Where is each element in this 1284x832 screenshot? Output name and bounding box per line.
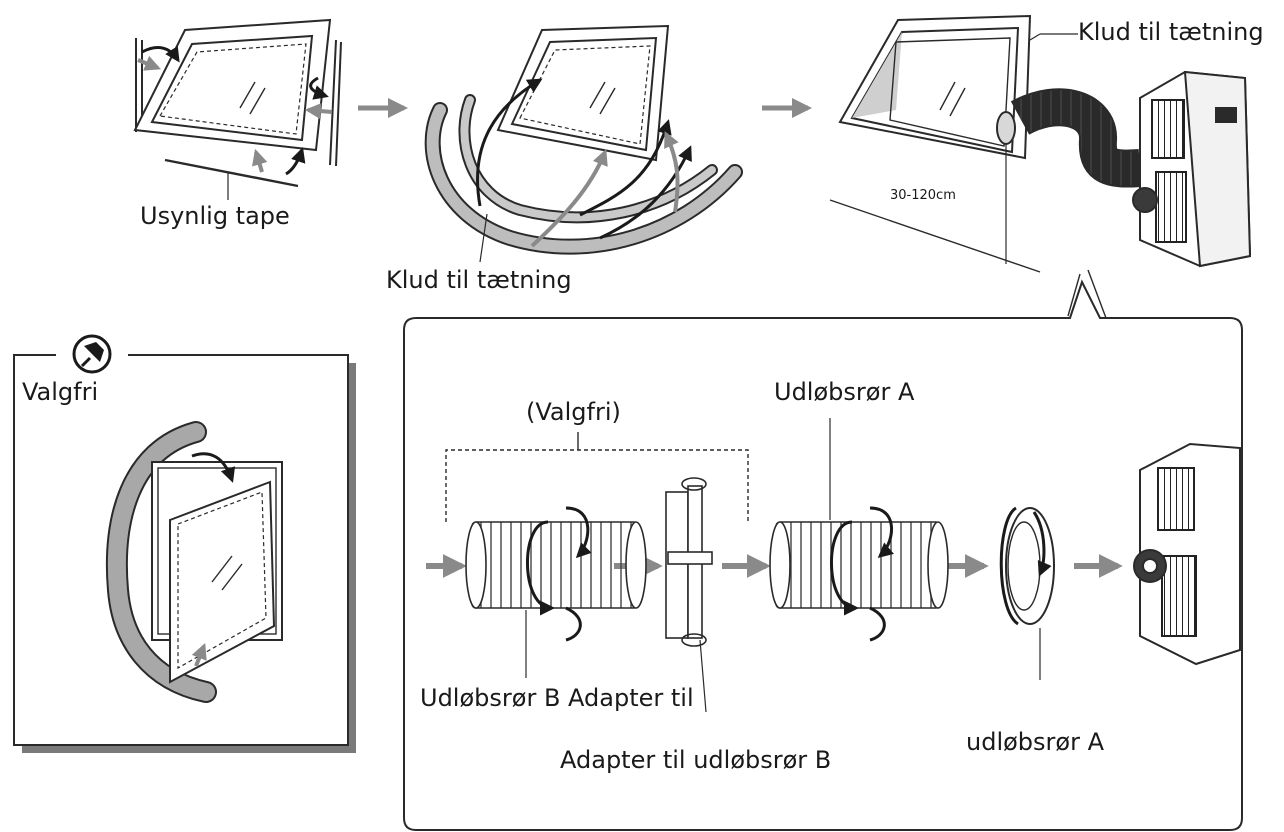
window-tape-illustration: [133, 18, 342, 200]
label-distance: 30-120cm: [890, 188, 956, 203]
hose-adapter: [665, 477, 713, 713]
window-hose-unit-illustration: [829, 14, 1252, 319]
optional-bracket: [445, 432, 749, 522]
label-exhaust-hose-a-top: Udløbsrør A: [774, 378, 915, 406]
label-exhaust-hose-b-adapter: Udløbsrør B Adapter til: [420, 684, 694, 712]
label-optional-parenthesized: (Valgfri): [526, 398, 621, 426]
exhaust-hose-b: [465, 506, 647, 678]
label-seal-cloth-middle: Klud til tætning: [386, 266, 572, 294]
label-seal-cloth-top-right: Klud til tætning: [1078, 18, 1264, 46]
hose-a-end-connector: [999, 506, 1055, 680]
label-optional: Valgfri: [22, 378, 99, 406]
seal-cloth-illustration: [424, 24, 743, 263]
optional-window-illustration: [105, 421, 283, 703]
pushpin-icon: [72, 334, 112, 374]
label-exhaust-hose-a-bottom: udløbsrør A: [966, 728, 1104, 756]
ac-unit-illustration: [1133, 442, 1241, 666]
exhaust-hose-a: [769, 418, 949, 642]
label-adapter-hose-b: Adapter til udløbsrør B: [560, 746, 832, 774]
label-invisible-tape: Usynlig tape: [140, 202, 290, 230]
